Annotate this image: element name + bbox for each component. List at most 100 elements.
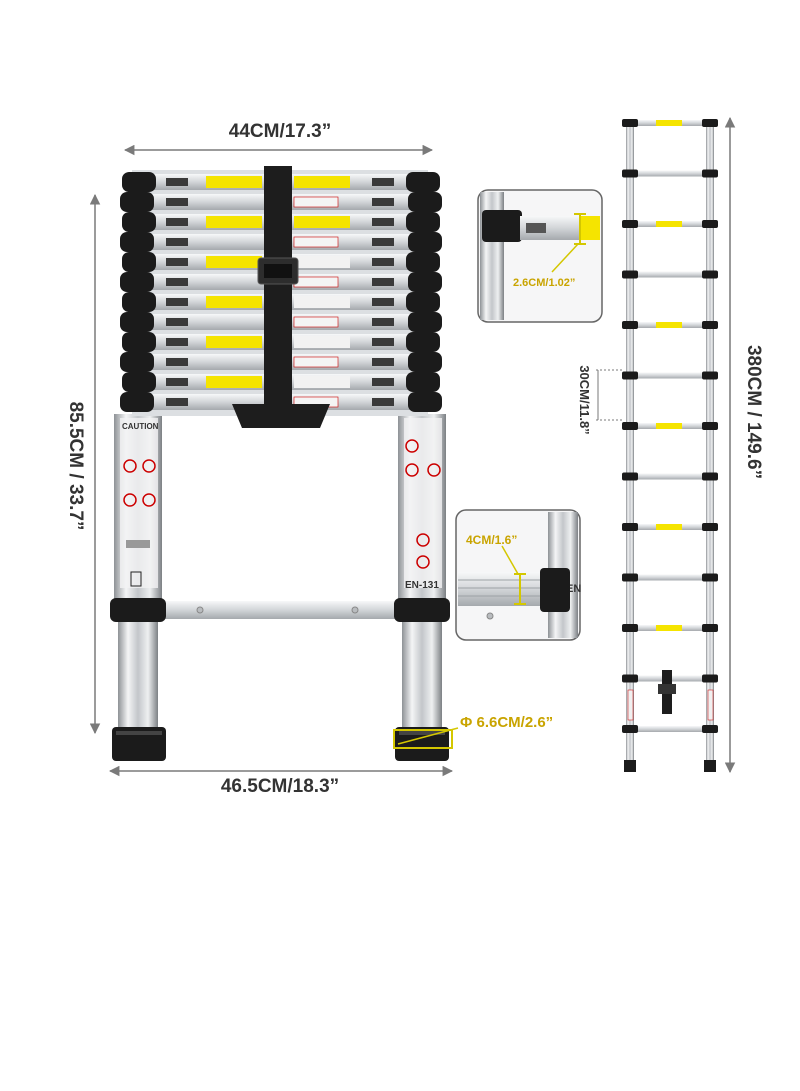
dimension-rung-spacing: 30CM/11.8” xyxy=(577,365,624,435)
left-foot xyxy=(112,727,166,761)
extended-right-foot xyxy=(704,760,716,772)
top-width-label: 44CM/17.3” xyxy=(229,121,331,142)
rung-clamp-right xyxy=(408,352,442,372)
stacked-rung xyxy=(120,272,442,292)
rung-clamp-right xyxy=(406,252,440,272)
extended-rungs xyxy=(622,119,718,733)
warning-sticker xyxy=(206,336,262,348)
right-bottom-clamp xyxy=(394,598,450,622)
warning-sticker xyxy=(294,296,350,308)
rung-clamp-right xyxy=(406,292,440,312)
rung-clamp-left xyxy=(120,352,154,372)
warning-sticker xyxy=(206,376,262,388)
standard-sticker: EN-131 xyxy=(404,418,442,591)
rung-clamp-left xyxy=(122,292,156,312)
warning-sticker xyxy=(293,276,339,288)
warning-sticker xyxy=(206,176,262,188)
dimension-bottom-width: 46.5CM/18.3” xyxy=(108,765,454,797)
closed-height-label: 85.5CM / 33.7” xyxy=(65,402,86,531)
rung-clamp-right xyxy=(408,312,442,332)
bottom-width-label: 46.5CM/18.3” xyxy=(221,776,339,797)
rung-depth-label: 4CM/1.6” xyxy=(466,533,517,547)
warning-sticker xyxy=(206,256,262,268)
rung-clamp-right xyxy=(408,232,442,252)
rung-clamp-left xyxy=(122,252,156,272)
rung-thickness-label: 2.6CM/1.02” xyxy=(513,277,575,289)
warning-sticker xyxy=(294,376,350,388)
detail-rung-depth: EN 4CM/1.6” xyxy=(455,509,581,641)
stacked-rung xyxy=(120,192,442,212)
warning-sticker xyxy=(656,322,682,328)
extended-ladder xyxy=(622,119,718,772)
warning-sticker xyxy=(656,423,682,429)
rung-clamp-right xyxy=(408,392,442,412)
rung-clamp-left xyxy=(122,212,156,232)
extended-rung xyxy=(622,119,718,127)
warning-sticker xyxy=(206,216,262,228)
extended-height-label: 380CM / 149.6” xyxy=(743,345,764,479)
extended-left-rail xyxy=(626,120,634,772)
rung-clamp-right xyxy=(408,192,442,212)
rung-clamp-right xyxy=(408,272,442,292)
rung-clamp-left xyxy=(122,332,156,352)
stacked-rung xyxy=(122,212,440,232)
dimension-top-width: 44CM/17.3” xyxy=(123,121,434,156)
collapsed-ladder: CAUTION EN-131 xyxy=(110,166,450,761)
bottom-rung xyxy=(160,601,400,619)
right-lower-tube xyxy=(402,618,442,730)
rung-clamp-right xyxy=(406,372,440,392)
rung-clamp-right xyxy=(406,212,440,232)
rung-clamp-left xyxy=(122,372,156,392)
warning-sticker xyxy=(294,216,350,228)
rung-clamp-left xyxy=(120,232,154,252)
caution-sticker: CAUTION xyxy=(120,418,159,588)
extended-rung xyxy=(622,371,718,380)
dimension-extended-height: 380CM / 149.6” xyxy=(724,116,764,774)
strap-handle xyxy=(232,404,330,428)
extended-rung xyxy=(622,573,718,582)
warning-sticker xyxy=(293,236,339,248)
detail-rung-thickness: 2.6CM/1.02” xyxy=(477,189,603,323)
warning-sticker xyxy=(293,196,339,208)
extended-left-foot xyxy=(624,760,636,772)
extended-rung xyxy=(622,270,718,279)
standard-label: EN-131 xyxy=(405,580,439,591)
warning-sticker xyxy=(206,296,262,308)
extended-rung xyxy=(622,624,718,632)
rung-spacing-label: 30CM/11.8” xyxy=(577,365,592,434)
extended-rung xyxy=(622,321,718,329)
warning-sticker xyxy=(294,176,350,188)
rung-clamp-right xyxy=(406,172,440,192)
rung-clamp-left xyxy=(120,192,154,212)
rung-clamp-left xyxy=(122,172,156,192)
rung-clamp-right xyxy=(406,332,440,352)
dimension-diameter: Φ 6.6CM/2.6” xyxy=(393,714,553,749)
warning-sticker xyxy=(656,221,682,227)
dimension-closed-height: 85.5CM / 33.7” xyxy=(65,193,101,735)
warning-sticker xyxy=(656,625,682,631)
left-lower-tube xyxy=(118,618,158,730)
extended-rung xyxy=(622,472,718,481)
extended-right-rail xyxy=(706,120,714,772)
extended-rung xyxy=(622,220,718,228)
extended-rung xyxy=(622,523,718,531)
warning-sticker xyxy=(294,336,350,348)
rung-clamp-left xyxy=(120,392,154,412)
strap xyxy=(264,166,292,414)
rung-clamp-left xyxy=(120,312,154,332)
caution-label: CAUTION xyxy=(122,422,159,431)
extended-rung xyxy=(622,169,718,178)
rung-clamp-left xyxy=(120,272,154,292)
extended-rung xyxy=(622,422,718,430)
left-bottom-clamp xyxy=(110,598,166,622)
warning-sticker xyxy=(293,356,339,368)
right-foot xyxy=(395,727,449,761)
warning-sticker xyxy=(293,316,339,328)
warning-sticker xyxy=(656,120,682,126)
stacked-rung xyxy=(122,372,440,392)
diameter-label: Φ 6.6CM/2.6” xyxy=(460,714,553,731)
extended-rung xyxy=(622,725,718,733)
warning-sticker xyxy=(656,524,682,530)
warning-sticker xyxy=(294,256,350,268)
